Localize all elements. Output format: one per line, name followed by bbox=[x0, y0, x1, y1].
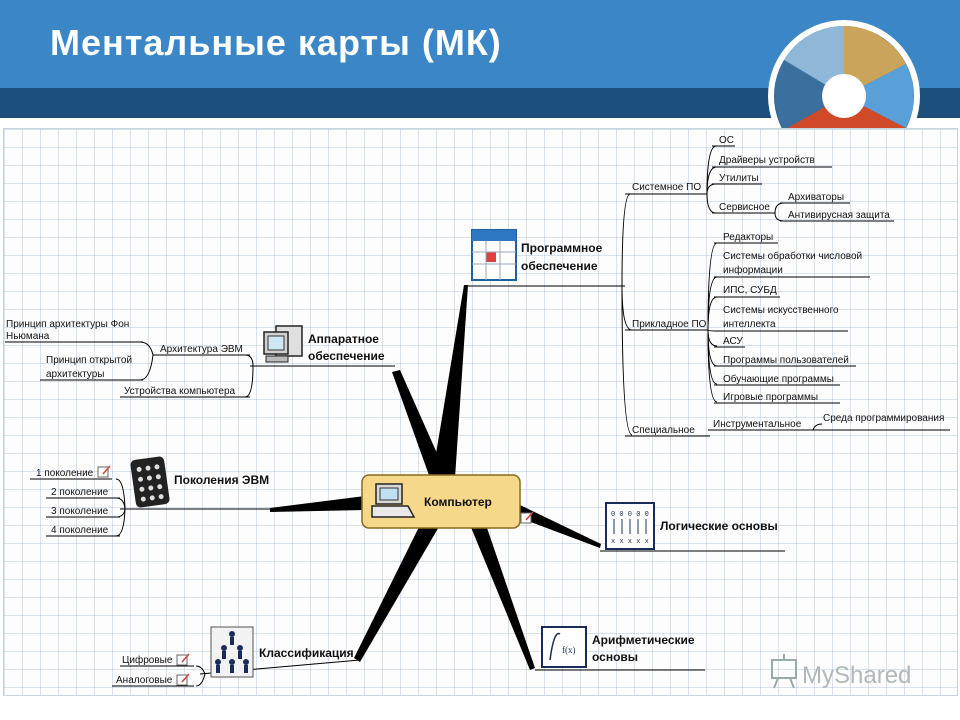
hardware-labels: Архитектура ЭВМ Принцип архитектуры Фон … bbox=[6, 319, 243, 397]
arith-node[interactable]: f(x) Арифметические основы bbox=[541, 626, 695, 668]
software-labels: Системное ПО ОС Драйверы устройств Утили… bbox=[632, 135, 944, 436]
calculator-icon bbox=[130, 456, 170, 508]
instrumental-label[interactable]: Инструментальное bbox=[713, 419, 802, 430]
list-item[interactable]: 1 поколение bbox=[36, 468, 94, 479]
list-item[interactable]: Утилиты bbox=[719, 173, 759, 184]
hardware-title-2: обеспечение bbox=[308, 349, 385, 363]
logic-title: Логические основы bbox=[660, 519, 778, 533]
arith-icon-text: f(x) bbox=[562, 645, 576, 655]
function-icon: f(x) bbox=[541, 626, 587, 668]
branch-hardware bbox=[392, 370, 448, 478]
note-icon bbox=[97, 465, 111, 478]
hardware-node[interactable]: Аппаратное обеспечение bbox=[263, 325, 385, 363]
system-software-label[interactable]: Системное ПО bbox=[632, 182, 701, 193]
people-figures bbox=[215, 631, 249, 673]
list-item[interactable]: 3 поколение bbox=[51, 506, 109, 517]
branch-arith bbox=[470, 525, 535, 670]
hardware-lines bbox=[5, 341, 395, 398]
list-item[interactable]: Архиваторы bbox=[788, 192, 844, 203]
service-label[interactable]: Сервисное bbox=[719, 202, 770, 213]
calendar-icon bbox=[471, 229, 517, 281]
list-item[interactable]: Принцип архитектуры Фон bbox=[6, 319, 129, 330]
classification-labels: Цифровые Аналоговые bbox=[116, 653, 190, 686]
list-item[interactable]: АСУ bbox=[723, 336, 743, 347]
programming-env-label[interactable]: Среда программирования bbox=[823, 413, 944, 424]
laptop-icon bbox=[371, 483, 416, 518]
software-lines bbox=[468, 145, 950, 437]
branch-logic bbox=[520, 505, 601, 548]
devices-label[interactable]: Устройства компьютера bbox=[124, 386, 236, 397]
list-item[interactable]: Аналоговые bbox=[116, 675, 173, 686]
software-title-2: обеспечение bbox=[521, 259, 598, 273]
center-node[interactable]: Компьютер bbox=[361, 474, 521, 529]
classification-node[interactable]: Классификация bbox=[210, 626, 354, 678]
hardware-title-1: Аппаратное bbox=[308, 332, 379, 346]
list-item[interactable]: Редакторы bbox=[723, 232, 773, 243]
branch-generations bbox=[270, 496, 365, 512]
list-item[interactable]: Драйверы устройств bbox=[719, 155, 815, 166]
list-item[interactable]: информации bbox=[723, 264, 783, 276]
classification-title: Классификация bbox=[259, 646, 354, 660]
list-item[interactable]: 4 поколение bbox=[51, 525, 109, 536]
note-icon bbox=[520, 511, 534, 524]
mind-map-canvas bbox=[3, 128, 958, 696]
logic-board-icon: 0 0 0 0 0 x x x x x bbox=[605, 502, 655, 550]
list-item[interactable]: интеллекта bbox=[723, 319, 776, 330]
computer-icon bbox=[263, 325, 303, 363]
logic-icon-top: 0 0 0 0 0 bbox=[611, 511, 649, 519]
leaf-underlines bbox=[535, 550, 785, 671]
generations-labels: 1 поколение 2 поколение 3 поколение 4 по… bbox=[36, 465, 111, 536]
note-icon bbox=[176, 653, 190, 686]
main-branches bbox=[270, 285, 601, 670]
center-label: Компьютер bbox=[424, 495, 492, 509]
branch-software bbox=[432, 285, 468, 478]
special-label[interactable]: Специальное bbox=[632, 425, 695, 436]
list-item[interactable]: Ньюмана bbox=[6, 331, 50, 342]
generations-lines bbox=[30, 478, 365, 537]
presentation-icon bbox=[771, 654, 797, 689]
list-item[interactable]: Принцип открытой bbox=[46, 355, 132, 366]
logic-icon-bottom: x x x x x bbox=[611, 538, 649, 546]
list-item[interactable]: ИПС, СУБД bbox=[723, 285, 777, 296]
software-node[interactable]: Программное обеспечение bbox=[471, 229, 603, 281]
watermark: MyShared bbox=[770, 652, 930, 692]
branch-classification bbox=[354, 525, 440, 662]
arith-title-1: Арифметические bbox=[592, 633, 695, 647]
generations-title: Поколения ЭВМ bbox=[174, 473, 269, 487]
generations-node[interactable]: Поколения ЭВМ bbox=[130, 456, 269, 508]
logic-node[interactable]: 0 0 0 0 0 x x x x x Логические основы bbox=[520, 502, 778, 550]
list-item[interactable]: Системы искусственного bbox=[723, 305, 839, 316]
applied-software-label[interactable]: Прикладное ПО bbox=[632, 319, 707, 330]
list-item[interactable]: Системы обработки числовой bbox=[723, 250, 862, 262]
architecture-label[interactable]: Архитектура ЭВМ bbox=[160, 344, 243, 355]
list-item[interactable]: Обучающие программы bbox=[723, 373, 834, 385]
watermark-text: MyShared bbox=[802, 662, 911, 689]
list-item[interactable]: ОС bbox=[719, 135, 734, 146]
list-item[interactable]: Игровые программы bbox=[723, 392, 818, 403]
list-item[interactable]: 2 поколение bbox=[51, 487, 109, 498]
arith-title-2: основы bbox=[592, 650, 638, 664]
list-item[interactable]: архитектуры bbox=[46, 369, 104, 380]
software-title-1: Программное bbox=[521, 241, 603, 255]
list-item[interactable]: Антивирусная защита bbox=[788, 210, 890, 221]
list-item[interactable]: Программы пользователей bbox=[723, 355, 849, 366]
list-item[interactable]: Цифровые bbox=[122, 654, 173, 666]
slide-title: Ментальные карты (МК) bbox=[50, 22, 502, 63]
